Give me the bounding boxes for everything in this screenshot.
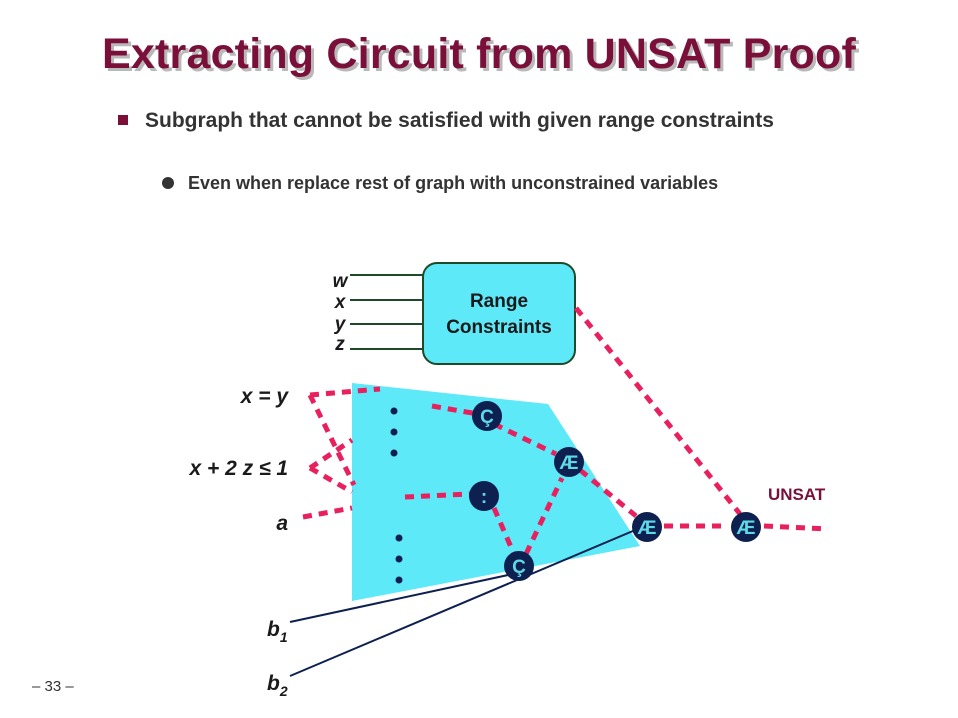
- dot: [395, 534, 403, 542]
- edge-g2-g5: [578, 468, 638, 518]
- edge-dots-g3: [404, 491, 471, 500]
- edge-box-g6: [574, 306, 742, 516]
- range-constraints-box: [422, 262, 576, 365]
- gate-2-symbol: Æ: [560, 453, 579, 474]
- dot: [390, 449, 398, 457]
- gate-1-symbol: Ç: [480, 407, 494, 428]
- dashed-edges: [302, 306, 829, 556]
- edge-x2z-down: [308, 465, 354, 495]
- edge-x2z-up: [308, 437, 354, 471]
- gate-6-symbol: Æ: [737, 518, 756, 539]
- edge-a: [302, 505, 353, 520]
- label-b1: b1: [267, 618, 288, 645]
- input-label-x: x: [334, 292, 347, 313]
- label-b1-sub: 1: [280, 629, 288, 645]
- dot: [395, 555, 403, 563]
- gate-4-circle: [504, 551, 534, 581]
- gate-3-symbol: :: [481, 487, 487, 508]
- dot: [395, 576, 403, 584]
- gate-3-circle: [469, 481, 499, 511]
- constraint-x-plus-2z: x + 2 z ≤ 1: [189, 457, 289, 480]
- label-b2-sub: 2: [279, 683, 288, 699]
- gate-6-circle: [731, 512, 761, 542]
- edge-g4-g2: [523, 476, 565, 556]
- gate-2-circle: [554, 447, 584, 477]
- gate-3: :: [469, 481, 499, 511]
- gate-4: Ç: [504, 551, 534, 581]
- dot: [390, 407, 398, 415]
- input-label-y: y: [334, 314, 347, 335]
- edge-g3-g4: [491, 507, 517, 555]
- edge-g6-out: [763, 523, 829, 532]
- label-b2-main: b: [267, 672, 280, 695]
- edge-dots-g1: [431, 403, 479, 417]
- ellipsis-dots: [390, 407, 403, 584]
- label-b1-main: b: [267, 618, 280, 641]
- input-label-z: z: [334, 334, 345, 355]
- constraint-x-eq-y: x = y: [240, 385, 290, 408]
- constraint-a: a: [276, 512, 288, 535]
- edge-g1-g2: [492, 421, 558, 457]
- box-label-line2: Constraints: [446, 317, 552, 338]
- bullet-sub-text: Even when replace rest of graph with unc…: [188, 173, 719, 193]
- gate-6: Æ: [731, 512, 761, 542]
- dot: [390, 428, 398, 436]
- input-label-w: w: [333, 271, 349, 292]
- gate-1-circle: [472, 401, 502, 431]
- label-b2: b2: [267, 672, 288, 699]
- b1-line: [289, 571, 523, 623]
- gate-5: Æ: [632, 512, 662, 542]
- bullet-main-text: Subgraph that cannot be satisfied with g…: [145, 109, 774, 132]
- edge-xy-top: [309, 386, 381, 398]
- slide-number: – 33 –: [32, 678, 74, 695]
- unsat-label: UNSAT: [768, 485, 826, 504]
- edge-xy-down: [307, 393, 357, 487]
- box-input-lines: [350, 274, 428, 350]
- square-bullet-icon: [118, 115, 128, 125]
- slide-title: Extracting Circuit from UNSAT Proof: [102, 30, 856, 78]
- b2-line: [289, 527, 641, 677]
- gate-4-symbol: Ç: [512, 557, 526, 578]
- gate-1: Ç: [472, 401, 502, 431]
- gate-5-symbol: Æ: [638, 518, 657, 539]
- gate-5-circle: [632, 512, 662, 542]
- round-bullet-icon: [162, 177, 174, 189]
- gate-2: Æ: [554, 447, 584, 477]
- box-label-line1: Range: [470, 291, 528, 312]
